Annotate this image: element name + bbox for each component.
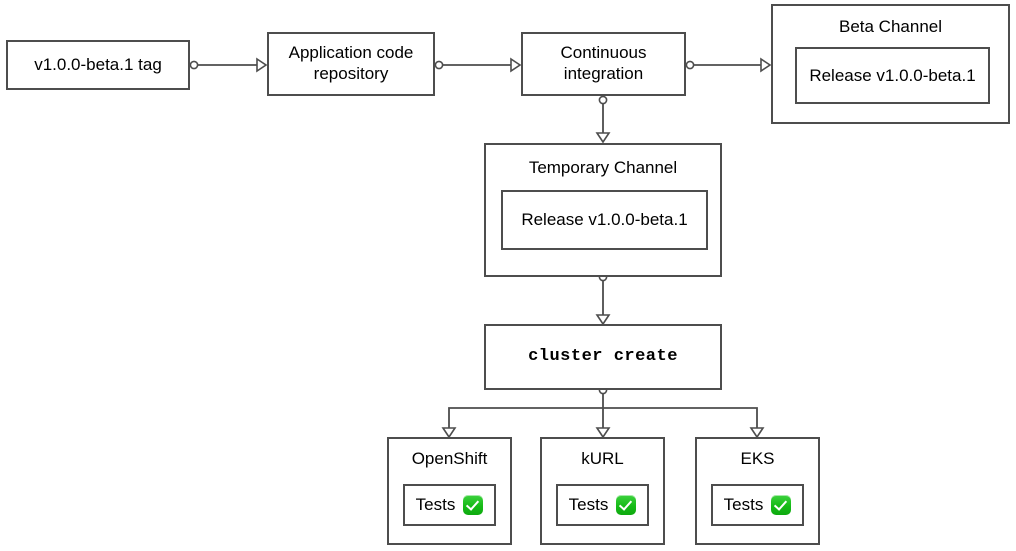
node-cluster-create-command[interactable]: cluster create: [484, 324, 722, 390]
node-application-code-repository[interactable]: Application code repository: [267, 32, 435, 96]
group-beta-channel[interactable]: Beta Channel Release v1.0.0-beta.1: [771, 4, 1010, 124]
group-eks-title: EKS: [740, 449, 775, 468]
temporary-channel-release-box[interactable]: Release v1.0.0-beta.1: [501, 190, 708, 250]
edge-tag-to-repo: [189, 57, 268, 73]
eks-tests-label: Tests: [723, 495, 764, 514]
node-continuous-integration[interactable]: Continuous integration: [521, 32, 686, 96]
openshift-tests-box[interactable]: Tests: [403, 484, 496, 526]
group-temporary-channel-title: Temporary Channel: [528, 158, 678, 177]
openshift-tests-label: Tests: [415, 495, 456, 514]
group-beta-channel-title: Beta Channel: [838, 17, 943, 36]
group-openshift-title: OpenShift: [411, 449, 488, 468]
check-mark-button-icon: [616, 495, 637, 515]
kurl-tests-label: Tests: [568, 495, 609, 514]
edge-repo-to-ci: [434, 57, 522, 73]
check-mark-button-icon: [771, 495, 792, 515]
group-openshift[interactable]: OpenShift Tests: [387, 437, 512, 545]
node-version-tag[interactable]: v1.0.0-beta.1 tag: [6, 40, 190, 90]
edge-cluster-to-platforms: [441, 385, 765, 439]
eks-tests-box[interactable]: Tests: [711, 484, 804, 526]
beta-channel-release-box[interactable]: Release v1.0.0-beta.1: [795, 47, 990, 104]
group-kurl-title: kURL: [581, 449, 624, 468]
edge-temporary-channel-to-cluster: [595, 272, 611, 326]
check-mark-button-icon: [463, 495, 484, 515]
group-eks[interactable]: EKS Tests: [695, 437, 820, 545]
kurl-tests-box[interactable]: Tests: [556, 484, 649, 526]
edge-ci-to-temporary-channel: [595, 95, 611, 144]
group-kurl[interactable]: kURL Tests: [540, 437, 665, 545]
group-temporary-channel[interactable]: Temporary Channel Release v1.0.0-beta.1: [484, 143, 722, 277]
edge-ci-to-beta-channel: [685, 57, 772, 73]
